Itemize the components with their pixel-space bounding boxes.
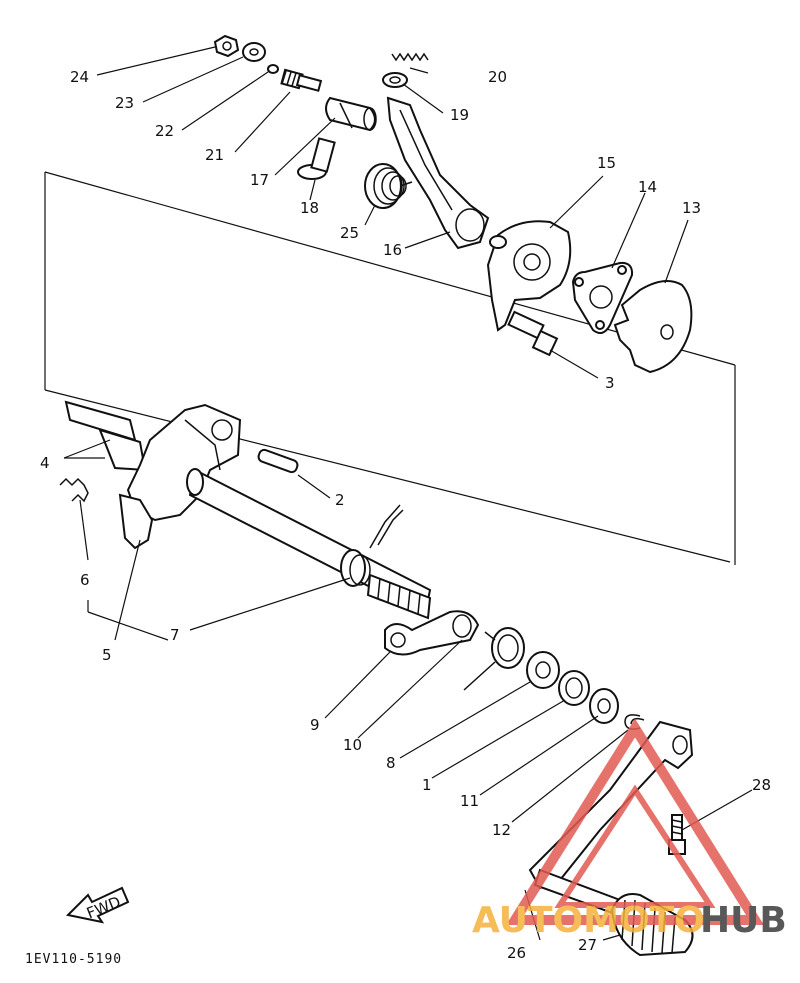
drawing-code: 1EV110-5190 [25,952,122,967]
watermark-text-right: HUB [700,900,787,941]
callout-26: 26 [507,944,526,962]
part-shift-shaft [186,468,432,620]
part-retainer [382,72,408,88]
callout-labels: 24 23 22 21 20 19 17 18 25 16 15 14 13 3… [40,68,771,962]
part-washer-large [526,651,560,689]
forward-arrow-icon: FWD [65,886,130,924]
part-shift-pedal [528,720,694,917]
part-plate [486,220,572,332]
part-small-spring [59,477,89,503]
part-triangle-plate [571,261,634,335]
part-coil-spring [364,163,413,209]
callout-9: 9 [310,716,320,734]
callout-15: 15 [597,154,616,172]
callout-13: 13 [682,199,701,217]
callout-22: 22 [155,122,174,140]
leader-lines [63,46,753,941]
callout-16: 16 [383,241,402,259]
part-washer [242,42,266,62]
part-cam-plate [613,280,693,374]
part-lever [384,610,480,656]
callout-19: 19 [450,106,469,124]
callout-5: 5 [102,646,112,664]
callout-28: 28 [752,776,771,794]
part-washer-thin [589,688,619,724]
callout-27: 27 [578,936,597,954]
callout-2: 2 [335,491,345,509]
part-spring-small [391,52,429,62]
callout-18: 18 [300,199,319,217]
callout-11: 11 [460,792,479,810]
part-shift-arm [386,96,490,250]
watermark: AUTOMOTO HUB [472,718,787,941]
callout-25: 25 [340,224,359,242]
callout-8: 8 [386,754,396,772]
part-oil-seal [558,670,590,706]
part-shift-fork [64,400,242,550]
callout-4: 4 [40,454,50,472]
callout-12: 12 [492,821,511,839]
callout-1: 1 [422,776,432,794]
watermark-text-left: AUTOMOTO [472,900,705,941]
callout-3: 3 [605,374,615,392]
part-stud [280,68,323,92]
callout-6: 6 [80,571,90,589]
callout-24: 24 [70,68,89,86]
callout-14: 14 [638,178,657,196]
part-ring [267,64,279,74]
part-torsion-spring [463,627,525,691]
callout-21: 21 [205,146,224,164]
part-nut [213,34,240,58]
part-pin [297,137,336,180]
callout-20: 20 [488,68,507,86]
callout-7: 7 [170,626,180,644]
part-dowel [257,448,299,474]
callout-17: 17 [250,171,269,189]
callout-23: 23 [115,94,134,112]
part-sleeve [325,96,377,132]
part-bolt [507,310,559,357]
callout-10: 10 [343,736,362,754]
